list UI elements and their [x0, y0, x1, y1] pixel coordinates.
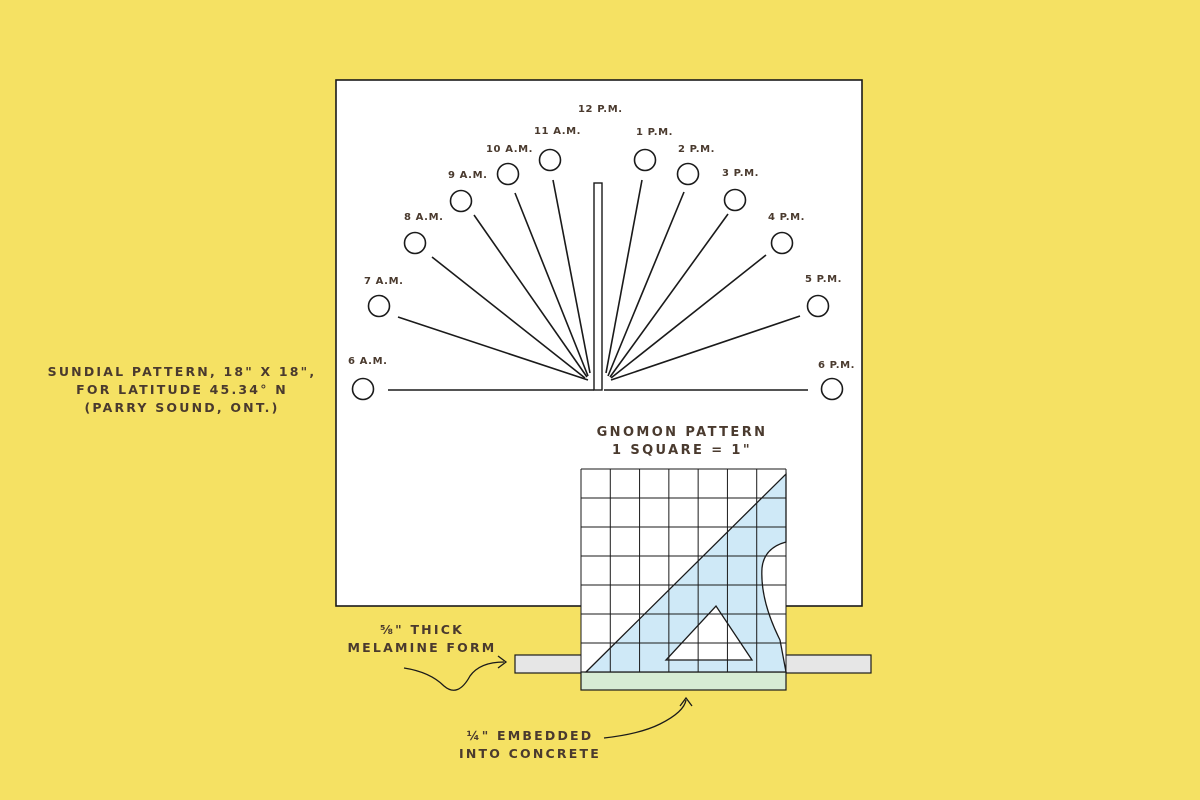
- hour-label-12pm: 12 P.M.: [578, 104, 623, 115]
- hour-line-4pm: [610, 254, 767, 379]
- hour-line-1pm: [605, 179, 643, 374]
- hour-line-9am: [473, 214, 588, 378]
- hour-marker-7am: [367, 294, 391, 318]
- hour-label-11am: 11 A.M.: [534, 126, 581, 137]
- hour-marker-11am: [538, 148, 562, 172]
- gnomon-grid: [580, 468, 787, 673]
- hour-line-3pm: [609, 213, 729, 378]
- hour-line-8am: [431, 256, 586, 379]
- hour-label-2pm: 2 P.M.: [678, 144, 715, 155]
- gnomon-title-line-2: 1 SQUARE = 1": [612, 443, 752, 458]
- gnomon-slot: [593, 182, 603, 391]
- hour-label-5pm: 5 P.M.: [805, 274, 842, 285]
- gnomon-pattern: [580, 468, 787, 691]
- caption-line-2: FOR LATITUDE 45.34° N: [76, 382, 288, 397]
- hour-line-5pm: [610, 315, 801, 381]
- hour-label-1pm: 1 P.M.: [636, 127, 673, 138]
- hour-marker-10am: [496, 162, 520, 186]
- hour-line-11am: [552, 179, 591, 374]
- gnomon-shape: [584, 472, 787, 673]
- hour-labels: 6 A.M. 7 A.M. 8 A.M. 9 A.M. 10 A.M. 11 A…: [348, 104, 855, 371]
- hour-marker-6am: [351, 377, 375, 401]
- sundial-caption: SUNDIAL PATTERN, 18" X 18", FOR LATITUDE…: [48, 364, 317, 415]
- form-annotation: ⅝" THICK MELAMINE FORM: [348, 622, 508, 691]
- embed-arrowhead: [679, 696, 693, 707]
- hour-marker-4pm: [770, 231, 794, 255]
- hour-label-6pm: 6 P.M.: [818, 360, 855, 371]
- hour-label-8am: 8 A.M.: [404, 212, 444, 223]
- form-note-line-2: MELAMINE FORM: [348, 640, 497, 655]
- hour-line-10am: [514, 192, 589, 377]
- concrete-embed-area: [580, 671, 787, 691]
- hour-marker-9am: [449, 189, 473, 213]
- hour-label-9am: 9 A.M.: [448, 170, 488, 181]
- hour-label-6am: 6 A.M.: [348, 356, 388, 367]
- gnomon-title-line-1: GNOMON PATTERN: [597, 425, 768, 440]
- hour-marker-3pm: [723, 188, 747, 212]
- hour-label-10am: 10 A.M.: [486, 144, 533, 155]
- hour-label-7am: 7 A.M.: [364, 276, 404, 287]
- form-arrowhead: [497, 655, 508, 669]
- form-note-line-1: ⅝" THICK: [380, 622, 464, 637]
- hour-marker-2pm: [676, 162, 700, 186]
- hour-lines: [388, 179, 808, 391]
- hour-line-2pm: [607, 191, 685, 377]
- form-arrow: [403, 661, 505, 691]
- hour-marker-5pm: [806, 294, 830, 318]
- hour-label-3pm: 3 P.M.: [722, 168, 759, 179]
- caption-line-1: SUNDIAL PATTERN, 18" X 18",: [48, 364, 317, 379]
- hour-marker-6pm: [820, 377, 844, 401]
- embed-note-line-2: INTO CONCRETE: [459, 746, 601, 761]
- gnomon-title: GNOMON PATTERN 1 SQUARE = 1": [597, 425, 768, 458]
- embed-annotation: ¼" EMBEDDED INTO CONCRETE: [459, 696, 693, 761]
- hour-marker-1pm: [633, 148, 657, 172]
- hour-marker-8am: [403, 231, 427, 255]
- caption-line-3: (PARRY SOUND, ONT.): [84, 400, 279, 415]
- hour-label-4pm: 4 P.M.: [768, 212, 805, 223]
- hour-line-7am: [397, 316, 589, 381]
- embed-note-line-1: ¼" EMBEDDED: [467, 728, 594, 743]
- embed-arrow: [603, 699, 687, 739]
- hour-markers: [351, 148, 844, 401]
